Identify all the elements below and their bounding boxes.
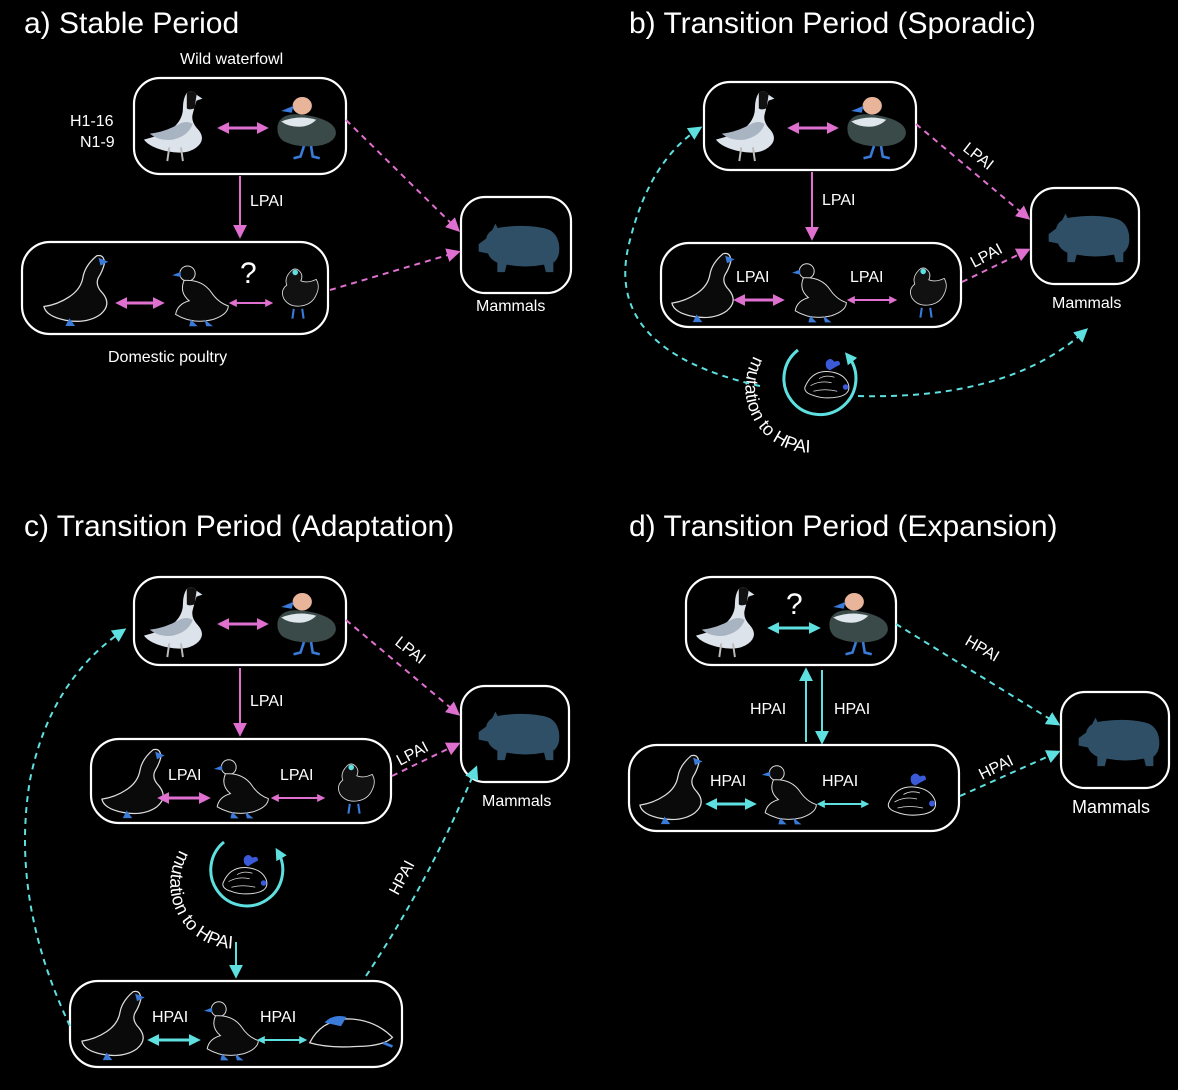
domestic-to-mammals-arrow [329,248,461,291]
hpai-pig-label: HPAI [387,858,419,898]
mammals-box [1029,186,1141,286]
panel-b: b) Transition Period (Sporadic) LPAI LPA… [624,7,1141,457]
lpai-down-label: LPAI [250,193,284,210]
lpai-label-1: LPAI [736,269,770,286]
lpai-down-label: LPAI [250,693,284,710]
domestic-duck-icon [761,765,817,825]
hpai-label-1: HPAI [152,1009,188,1026]
panel-a-title: a) Stable Period [24,7,239,40]
domestic-poultry-box [659,241,963,329]
domestic-goose-icon [639,754,704,825]
hpai-to-mammals-arrow [857,328,1089,398]
mutation-label: mutation to HPAI [741,354,810,456]
wild-waterfowl-box [684,575,898,667]
domestic-poultry-box [20,240,330,336]
mammals-label: Mammals [1072,797,1150,817]
dead-bird-icon [308,1014,394,1049]
wild-waterfowl-box [702,80,918,172]
wild-duck-icon [845,95,908,160]
hpai-label-1: HPAI [710,773,746,790]
panel-a: a) Stable Period Wild waterfowl H1-16 N1… [20,7,573,366]
domestic-goose-icon [671,252,736,323]
wild-to-mammals-arrow [895,623,1061,726]
chicken-icon [281,267,320,320]
wild-to-mammals-arrow [915,123,1031,220]
mammals-box [459,195,573,295]
domestic-poultry-box [627,743,961,833]
lpai-wild-pig-label: LPAI [960,140,997,174]
wild-to-mammals-arrow [345,619,461,716]
hpai-label-2: HPAI [822,773,858,790]
domestic-to-mammals-arrow [959,750,1061,797]
panel-d: d) Transition Period (Expansion) ? HPAI … [627,510,1171,833]
domestic-goose-icon [43,254,109,327]
question-mark: ? [786,588,803,621]
hpai-up-label: HPAI [750,701,786,718]
hpai-to-mammals-arrow [365,765,479,977]
hpai-dom-pig-label: HPAI [976,752,1016,783]
sick-bird-icon [804,358,850,399]
panel-c: c) Transition Period (Adaptation) LPAI L… [24,510,571,1069]
mammals-box [1059,690,1171,790]
domestic-duck-icon [203,1001,259,1061]
mutation-cycle-arrow [782,348,858,416]
panel-d-title: d) Transition Period (Expansion) [629,510,1058,543]
hpai-label-2: HPAI [260,1009,296,1026]
panel-c-title: c) Transition Period (Adaptation) [24,510,454,543]
lpai-label-2: LPAI [280,767,314,784]
wild-waterfowl-label: Wild waterfowl [180,51,283,68]
wild-duck-icon [827,591,890,656]
goose-icon [142,586,204,659]
mammals-label: Mammals [482,793,551,810]
sick-bird-icon [887,772,937,816]
question-mark: ? [240,257,257,290]
wild-to-mammals-arrow [345,119,460,232]
lpai-label-1: LPAI [168,767,202,784]
pig-icon [1048,213,1130,263]
domestic-duck-icon [213,759,269,819]
domestic-poultry-label: Domestic poultry [108,349,227,366]
chicken-icon [337,762,376,815]
hpai-wild-pig-label: HPAI [962,633,1002,666]
pig-icon [1078,717,1160,767]
subtypes-h-label: H1-16 [70,113,114,130]
hpai-to-wild-arrow [624,126,761,387]
hpai-to-wild-arrow [24,628,127,1027]
mammals-label: Mammals [1052,295,1121,312]
panel-b-title: b) Transition Period (Sporadic) [629,7,1036,40]
mutation-cycle-arrow [209,840,287,908]
goose-icon [142,90,204,163]
subtypes-n-label: N1-9 [80,134,115,151]
mammals-label: Mammals [476,298,545,315]
sick-bird-icon [222,854,268,895]
pig-icon [478,711,560,761]
mutation-label: mutation to HPAI [166,848,234,953]
domestic-poultry-box [89,737,393,825]
domestic-duck-icon [171,265,229,327]
wild-duck-icon [275,95,338,160]
lpai-down-label: LPAI [822,192,856,209]
pig-icon [478,223,560,273]
mammals-box [459,684,571,784]
lpai-dom-pig-label: LPAI [968,241,1006,272]
goose-icon [694,586,756,659]
domestic-goose-icon [81,990,146,1061]
domestic-to-mammals-arrow [961,248,1031,283]
domestic-to-mammals-arrow [391,742,461,777]
hpai-down-label: HPAI [834,701,870,718]
domestic-duck-icon [791,263,847,323]
chicken-icon [909,266,948,319]
domestic-goose-icon [101,748,166,819]
lpai-label-2: LPAI [850,269,884,286]
wild-waterfowl-box [132,76,348,176]
goose-icon [714,90,776,163]
wild-duck-icon [275,591,338,656]
